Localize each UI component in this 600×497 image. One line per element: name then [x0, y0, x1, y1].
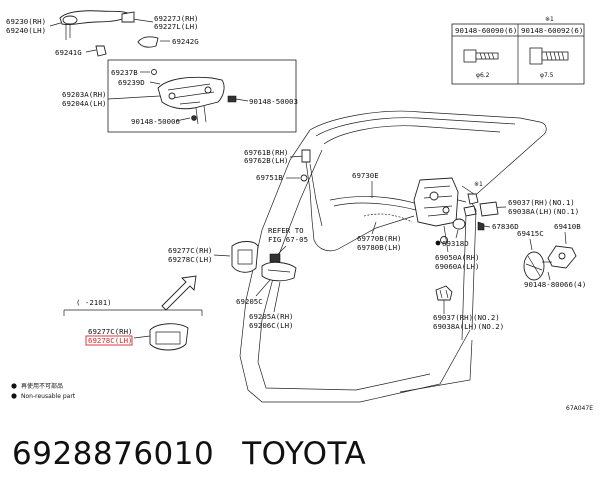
label-69037-no2: 69037(RH)(NO.2) [433, 313, 500, 322]
label-69278c-lh: 69278C(LH) [168, 255, 213, 264]
table-mark: ※1 [545, 16, 554, 23]
bullet-icon [11, 383, 17, 389]
bullet-icon [11, 393, 17, 399]
label-69227j: 69227J(RH) [154, 14, 199, 23]
label-90148-50006: 90148-50006 [131, 117, 180, 126]
label-69762b: 69762B(LH) [244, 156, 289, 165]
label-69239d: 69239D [118, 78, 145, 87]
label-69277c-rh: 69277C(RH) [168, 246, 213, 255]
part-number: 6928876010 [12, 436, 215, 472]
label-69730e: 69730E [352, 171, 379, 180]
label-90148-50003: 90148-50003 [249, 97, 298, 106]
handle-cap-part [137, 36, 159, 48]
label-69227l: 69227L(LH) [154, 22, 199, 31]
inside-handle-bezel-part [231, 241, 259, 273]
highlight-box [85, 335, 133, 346]
label-69770b: 69770B(RH) [357, 234, 402, 243]
frame-assembly-box: 69237B 69239D 69203A(RH) 69204A(LH) 9014… [62, 59, 298, 133]
label-69205c: 69205C [236, 297, 263, 306]
label-69237b: 69237B [111, 68, 138, 77]
handle-frame-part [157, 76, 225, 110]
parts-diagram: 69230(RH) 69240(LH) 69227J(RH) 69227L(LH… [6, 10, 593, 412]
rear-door-outline [239, 110, 547, 403]
table-col2-header: 90148-60092(6) [521, 26, 583, 35]
label-69037-no1: 69037(RH)(NO.1) [508, 198, 575, 207]
inside-handle-group: REFER TO FIG 67-05 69277C(RH) 69278C(LH)… [168, 226, 308, 330]
label-69038a-no1: 69038A(LH)(NO.1) [508, 207, 579, 216]
label-69230: 69230(RH) [6, 17, 46, 26]
bolt-60090-icon [463, 49, 499, 63]
label-69415c: 69415C [517, 229, 544, 238]
range-label: ( -2101) [76, 298, 112, 307]
label-69277c-rh-variant: 69277C(RH) [88, 327, 133, 336]
legend: 再使用不可部品 Non-reusable part [11, 382, 76, 400]
legend-jp: 再使用不可部品 [21, 382, 63, 390]
label-69318d: 69318D [442, 239, 469, 248]
label-69242g: 69242G [172, 37, 199, 46]
refer-line1: REFER TO [268, 226, 304, 235]
variant-group: ( -2101) 69277C(RH) 69278C(LH) [63, 298, 203, 351]
footer-caption: 6928876010 TOYOTA [12, 436, 592, 480]
table-col1-header: 90148-60090(6) [455, 26, 517, 35]
label-69241g: 69241G [55, 48, 82, 57]
label-69278c-lh-highlighted: 69278C(LH) [88, 336, 133, 345]
striker-group: 69037(RH)(NO.1) 69038A(LH)(NO.1) 67836D … [477, 198, 586, 289]
label-69038a-no2: 69038A(LH)(NO.2) [433, 322, 504, 331]
bolt-spec-table: ※1 90148-60090(6) 90148-60092(6) φ6.2 φ7… [451, 16, 585, 85]
refer-line2: FIG 67-05 [268, 235, 308, 244]
lock-star-mark: ※1 [474, 181, 483, 188]
outside-handle-group: 69230(RH) 69240(LH) 69227J(RH) 69227L(LH… [6, 10, 199, 57]
label-90148-80066: 90148-80066(4) [524, 280, 586, 289]
inside-handle-lever-part [261, 261, 297, 282]
label-69060a: 69060A(LH) [435, 262, 480, 271]
label-69780b: 69780B(LH) [357, 243, 402, 252]
label-69205a: 69205A(RH) [249, 312, 294, 321]
dim-phi62: φ6.2 [476, 72, 490, 79]
bolt-60092-icon [529, 47, 569, 65]
inside-handle-bezel-variant-part [149, 323, 189, 351]
arrow-icon [161, 275, 197, 311]
label-69240: 69240(LH) [6, 26, 46, 35]
label-69751b: 69751B [256, 173, 283, 182]
label-69050a: 69050A(RH) [435, 253, 480, 262]
legend-en: Non-reusable part [21, 393, 76, 400]
brand-name: TOYOTA [242, 436, 367, 472]
door-lock-part [413, 177, 459, 227]
label-67836d: 67836D [492, 222, 519, 231]
cables-group: 69761B(RH) 69762B(LH) 69751B 69730E 6977… [244, 148, 419, 252]
label-69761b: 69761B(RH) [244, 148, 289, 157]
label-69410b: 69410B [554, 222, 581, 231]
label-69204a: 69204A(LH) [62, 99, 107, 108]
figure-code: 67A047E [566, 405, 593, 412]
lower-striker-group: 69037(RH)(NO.2) 69038A(LH)(NO.2) [433, 285, 504, 331]
label-69203a: 69203A(RH) [62, 90, 107, 99]
door-lock-group: ※1 69318D 69050A(RH) 69060A(LH) [413, 177, 483, 271]
dim-phi75: φ7.5 [540, 72, 554, 79]
label-69206c: 69206C(LH) [249, 321, 294, 330]
